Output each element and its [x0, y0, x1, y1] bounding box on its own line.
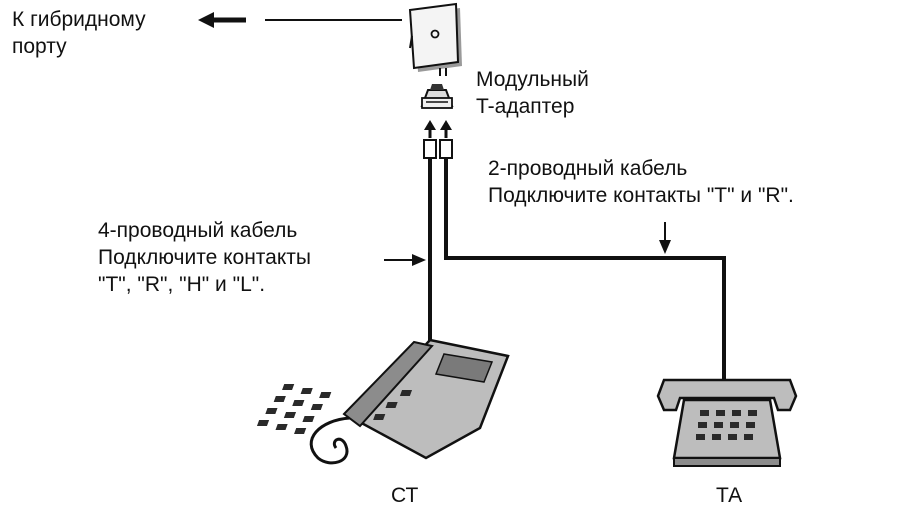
- proprietary-telephone-label: СТ: [391, 484, 419, 507]
- wall-jack-icon: [408, 2, 462, 76]
- two-wire-pointer-arrow: [659, 222, 671, 254]
- hybrid-port-label: К гибридному порту: [12, 8, 146, 58]
- proprietary-telephone-icon: [256, 338, 510, 465]
- single-line-telephone-icon: [656, 378, 798, 467]
- cable-plugs: [423, 139, 453, 159]
- modular-t-adapter-icon: [420, 84, 454, 109]
- analog-telephone-label: ТА: [716, 484, 743, 507]
- adapter-input-arrows: [424, 120, 452, 138]
- two-wire-cable-label: 2-проводный кабель Подключите контакты "…: [488, 157, 794, 207]
- to-hybrid-port-arrow: [198, 12, 402, 28]
- t-adapter-label: Модульный T-адаптер: [476, 68, 589, 118]
- two-wire-cable: [444, 158, 726, 380]
- four-wire-cable-label: 4-проводный кабель Подключите контакты "…: [98, 219, 311, 296]
- four-wire-pointer-arrow: [384, 254, 426, 266]
